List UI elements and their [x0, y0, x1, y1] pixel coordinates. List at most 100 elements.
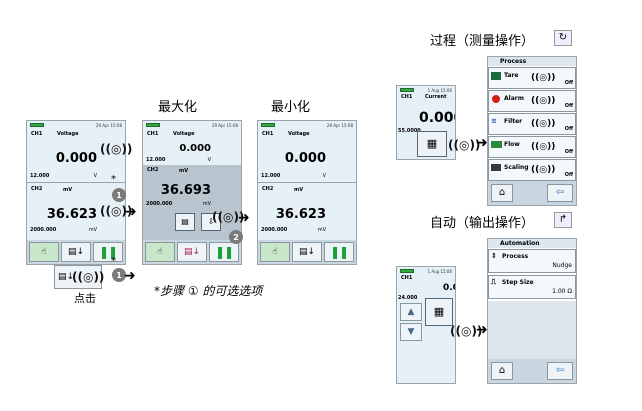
sort-button[interactable]: ▤↓ [61, 242, 91, 262]
ch1-value: 0.000 [443, 283, 455, 293]
automation-list-icon[interactable]: ▦ [425, 298, 453, 326]
menu-item-label: Flow [504, 141, 520, 148]
status-date: 29 Apr 15:08 [95, 122, 122, 128]
ch2-range: 2000.000 [146, 201, 173, 207]
wave-icon: ((◎)) [531, 119, 556, 129]
ch1-value: 0.000 [179, 143, 211, 154]
back-arrow-icon[interactable]: ⇦ [547, 362, 573, 380]
ch2-label: CH2 [262, 186, 274, 192]
menu-list-icon[interactable]: ▤ [175, 213, 195, 231]
home-icon[interactable]: ⌂ [491, 184, 513, 202]
process-list-icon[interactable]: ▦ [417, 131, 447, 157]
menu-item-flow[interactable]: Flow ((◎)) Off [488, 136, 576, 158]
ch2-value: 36.623 [275, 207, 326, 222]
ch1-label: CH1 [401, 94, 413, 100]
wave-icon: ((◎)) [531, 142, 556, 152]
menu-item-value: 1.00 Ω [552, 288, 572, 295]
arrow-right-icon: ➜ [124, 268, 136, 284]
process-menu-screen: Process Tare ((◎)) Off Alarm ((◎)) Off ≋… [487, 56, 577, 206]
ch1-type: Current [425, 94, 447, 100]
scaling-icon [491, 164, 501, 171]
ch1-value: 0.0000 [419, 110, 455, 126]
arrow-up-button[interactable]: ▲ [400, 303, 422, 321]
menu-item-step-size[interactable]: ⎍ Step Size 1.00 Ω [488, 275, 576, 299]
ch1-range: 55.0000 [398, 128, 421, 134]
status-date: 1 Aug 15:06 [427, 87, 452, 93]
screen-c: 29 Apr 15:08 CH1 Voltage 0.000 12.000 V … [257, 120, 357, 265]
arrow-right-icon: ➜ [238, 210, 250, 226]
pause-button[interactable]: ❚❚ [209, 242, 239, 262]
wave-icon: ((◎)) [100, 204, 133, 218]
arrow-down-button[interactable]: ▼ [400, 323, 422, 341]
ch1-range: 12.000 [30, 173, 50, 179]
pause-button[interactable]: ❚❚ [324, 242, 354, 262]
ch1-unit: V [207, 157, 211, 163]
flow-icon [491, 141, 502, 148]
menu-item-state: Off [564, 103, 573, 109]
battery-icon [400, 269, 414, 273]
menu-item-scaling[interactable]: Scaling ((◎)) Off [488, 159, 576, 181]
step-icon: ⎍ [491, 278, 496, 286]
automation-menu-screen: Automation ⇕ Process Nudge ⎍ Step Size 1… [487, 238, 577, 384]
automation-menu-title: Automation [488, 239, 576, 248]
wave-icon: ((◎)) [448, 138, 481, 152]
home-icon[interactable]: ⌂ [491, 362, 513, 380]
caption-process: 过程（测量操作） [430, 34, 535, 49]
menu-tap-button[interactable]: ☝ [260, 242, 290, 262]
menu-item-process[interactable]: ⇕ Process Nudge [488, 249, 576, 273]
process-mode-icon: ↻ [554, 30, 572, 46]
caption-maximize: 最大化 [158, 100, 198, 115]
battery-icon [261, 123, 275, 127]
sort-button[interactable]: ▤↓ [292, 242, 322, 262]
arrow-right-icon: ➜ [476, 135, 488, 151]
wave-icon: ((◎)) [531, 96, 556, 106]
ch1-range: 12.000 [261, 173, 281, 179]
tare-icon [491, 72, 501, 80]
menu-item-state: Off [564, 126, 573, 132]
ch2-label: CH2 [31, 186, 43, 192]
wave-icon: ((◎)) [212, 210, 245, 224]
screen-b: 29 Apr 15:08 CH1 Voltage 0.000 12.000 V … [142, 120, 242, 265]
alarm-icon [492, 95, 500, 103]
ch2-type: mV [294, 187, 304, 193]
battery-icon [30, 123, 44, 127]
ch2-unit: mV [202, 201, 211, 207]
wave-icon: ((◎)) [531, 73, 556, 83]
ch1-value: 0.000 [284, 151, 326, 166]
back-arrow-icon[interactable]: ⇦ [547, 184, 573, 202]
menu-item-label: Tare [504, 72, 519, 79]
minimize-icon[interactable]: ⇩ [201, 213, 221, 231]
wave-icon: ((◎)) [450, 324, 483, 338]
ch1-unit: V [322, 173, 326, 179]
ch1-label: CH1 [147, 131, 159, 137]
wave-icon: ((◎)) [531, 165, 556, 175]
step-one-badge: 1 [112, 188, 126, 202]
ch1-type: Voltage [173, 131, 195, 137]
sort-button-detail[interactable]: ▤↓ [54, 265, 102, 289]
menu-item-tare[interactable]: Tare ((◎)) Off [488, 67, 576, 89]
caption-note: *步骤 ① 的可选选项 [154, 284, 263, 298]
asterisk: * [111, 256, 116, 267]
sort-button[interactable]: ▤↓ [177, 242, 207, 262]
menu-item-label: Step Size [502, 279, 534, 286]
menu-tap-button[interactable]: ☝ [29, 242, 59, 262]
menu-tap-button[interactable]: ☝ [145, 242, 175, 262]
battery-icon [146, 123, 160, 127]
ch1-type: Voltage [288, 131, 310, 137]
menu-item-label: Scaling [504, 164, 529, 171]
ch1-unit: mA [455, 128, 456, 134]
ch2-range: 2000.000 [261, 227, 288, 233]
status-date: 1 Aug 15:06 [427, 268, 452, 274]
ch2-range: 2000.000 [30, 227, 57, 233]
pause-button[interactable]: ❚❚ [93, 242, 123, 262]
menu-item-alarm[interactable]: Alarm ((◎)) Off [488, 90, 576, 112]
ch1-label: CH1 [401, 275, 413, 281]
ch1-range: 24.000 [398, 295, 418, 301]
caption-minimize: 最小化 [271, 100, 311, 115]
status-date: 29 Apr 15:08 [211, 122, 238, 128]
ch1-label: CH1 [262, 131, 274, 137]
caption-tap: 点击 [74, 292, 96, 305]
menu-item-filter[interactable]: ≋ Filter ((◎)) Off [488, 113, 576, 135]
ch1-label: CH1 [31, 131, 43, 137]
wave-icon: ((◎)) [72, 270, 105, 284]
